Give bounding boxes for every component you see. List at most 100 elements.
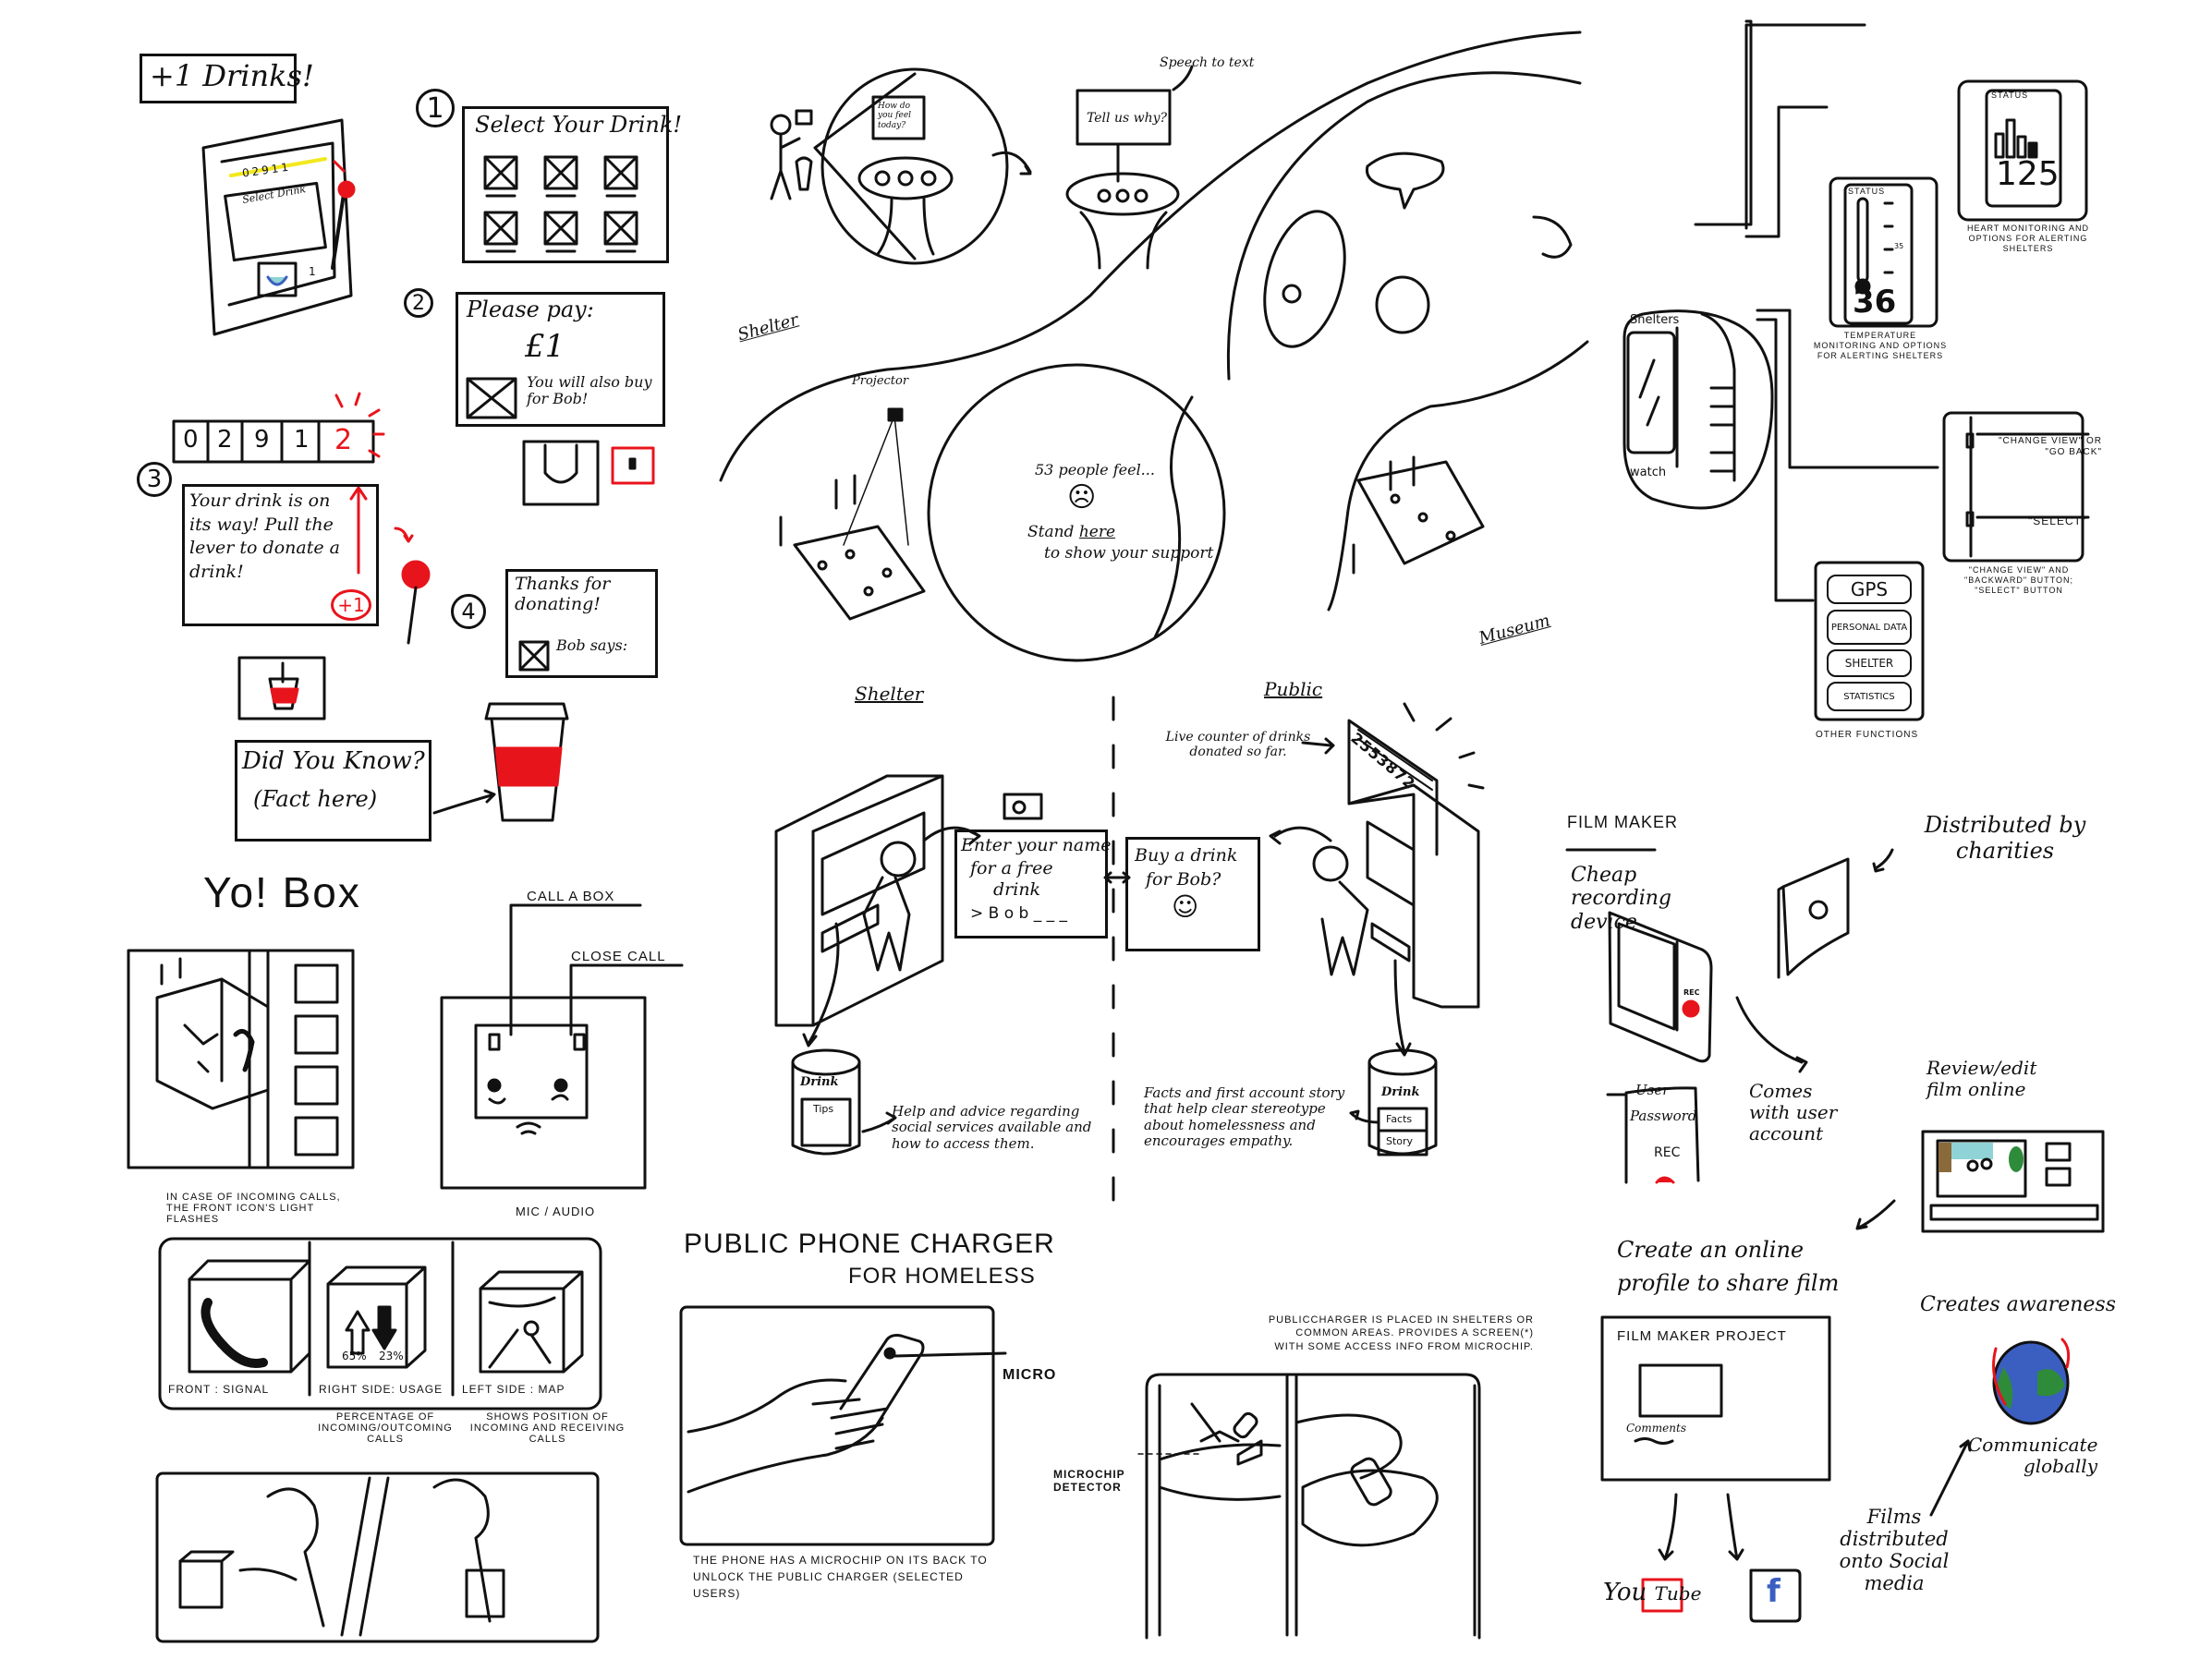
login-rec-label: REC (1654, 1145, 1681, 1160)
step-2-badge: 2 (404, 288, 433, 318)
distributed-device-sketch (1777, 848, 1894, 979)
stand-here-link[interactable]: here (1078, 523, 1116, 541)
usage-caption: PERCENTAGE OF INCOMING/OUTCOMING CALLS (318, 1411, 453, 1446)
drink-option-placeholder[interactable] (543, 155, 578, 198)
placement-note: PUBLICCHARGER IS PLACED IN SHELTERS OR C… (1268, 1314, 1534, 1352)
payment-heading: Please pay: (467, 297, 594, 322)
youtube-you-text: You (1603, 1579, 1647, 1606)
mic-audio-label: MIC / AUDIO (516, 1205, 596, 1218)
yobox-phonebooth-sketch (127, 949, 355, 1169)
temp-tick-label: 35 (1894, 242, 1904, 250)
payment-screen (456, 292, 665, 427)
editor-screen-sketch (1855, 1130, 2105, 1233)
plus-one-badge[interactable]: +1 (331, 589, 371, 621)
select-button-label[interactable]: "SELECT" (2028, 515, 2087, 527)
device-rec-label: REC (1683, 988, 1700, 997)
speech-to-text-note: Speech to text (1160, 55, 1255, 70)
step-1-badge: 1 (416, 89, 455, 127)
counter-digit-incremented: 2 (334, 424, 353, 456)
social-note: Films distributed onto Social media (1839, 1506, 1950, 1595)
shelter-name-screen (954, 830, 1108, 938)
phone-caption: THE PHONE HAS A MICROCHIP ON ITS BACK TO… (693, 1554, 988, 1600)
comments-label: Comments (1626, 1422, 1686, 1435)
public-screen-line1[interactable]: Buy a drink (1135, 845, 1238, 866)
public-screen-line2[interactable]: for Bob? (1146, 869, 1221, 890)
fact-body: (Fact here) (253, 786, 378, 812)
menu-shelter[interactable]: SHELTER (1827, 649, 1912, 677)
heart-status-label: STATUS (1991, 91, 2029, 100)
usage-down-percent: 23% (379, 1350, 404, 1362)
payment-note: You will also buy for Bob! (527, 373, 652, 408)
public-can-label: Drink (1381, 1085, 1420, 1099)
bob-face-icon: ☺ (1172, 891, 1199, 922)
drink-option-placeholder[interactable] (603, 155, 638, 198)
youtube-logo[interactable]: You Tube (1603, 1579, 1702, 1607)
call-a-box-label[interactable]: CALL A BOX (527, 889, 615, 904)
machine-slot-label: 1 (309, 265, 316, 278)
rec-button-icon (1682, 999, 1700, 1018)
drink-option-placeholder[interactable] (543, 211, 578, 253)
login-user-field[interactable]: User (1635, 1082, 1670, 1098)
login-card-sketch (1606, 1086, 1700, 1184)
cup-slot-icon (522, 440, 600, 506)
drink-machine-sketch (201, 118, 356, 336)
lever-knob-icon (337, 180, 356, 199)
public-header: Public (1264, 678, 1323, 700)
charger-station-sketch (1137, 1373, 1481, 1640)
watch-buttons-screen (1942, 411, 2090, 563)
youtube-logo-box (1641, 1578, 1683, 1613)
name-input[interactable]: > B o b _ _ _ (970, 904, 1068, 923)
select-drink-screen (462, 106, 669, 263)
shelter-screen-line1: Enter your name (961, 835, 1112, 855)
review-note: Review/edit film online (1926, 1057, 2037, 1100)
shelter-drink-can (791, 1048, 897, 1156)
counter-digit: 9 (254, 426, 270, 454)
drink-option-placeholder[interactable] (483, 155, 518, 198)
profile-title: FILM MAKER PROJECT (1617, 1328, 1787, 1344)
drink-option-placeholder[interactable] (603, 211, 638, 253)
public-buy-screen (1125, 837, 1260, 951)
arrow-to-review (1735, 996, 1808, 1073)
charger-title-line2: FOR HOMELESS (848, 1264, 1036, 1289)
menu-statistics[interactable]: STATISTICS (1827, 682, 1912, 711)
watch-brand-bottom: watch (1630, 466, 1667, 479)
shelters-watch-sketch (1623, 19, 1939, 602)
drink-option-placeholder[interactable] (483, 211, 518, 253)
watch-heart-screen (1957, 79, 2088, 222)
close-call-label[interactable]: CLOSE CALL (571, 949, 666, 964)
globe-icon (1929, 1338, 2071, 1517)
drinks-title-box (140, 54, 297, 103)
yobox-sides-strip (158, 1237, 602, 1411)
followup-prompt: Tell us why? (1087, 111, 1168, 126)
select-drink-heading: Select Your Drink! (475, 112, 683, 138)
phone-hand-sketch (679, 1305, 1007, 1546)
shelter-can-note: Help and advice regarding social service… (892, 1103, 1092, 1152)
public-drink-can (1349, 1048, 1438, 1156)
step-3-badge: 3 (137, 462, 172, 497)
drinks-title: +1 Drinks! (150, 58, 314, 93)
device-note: Cheap recording device (1571, 864, 1671, 934)
micro-label: MICRO (1003, 1367, 1057, 1383)
facebook-logo[interactable]: f (1767, 1573, 1781, 1610)
shelter-header: Shelter (855, 683, 924, 705)
login-password-field[interactable]: Password (1630, 1108, 1697, 1124)
fact-screen (235, 740, 431, 842)
public-vending-machine (1269, 702, 1485, 1057)
youtube-tube-text: Tube (1654, 1582, 1702, 1605)
donate-lever-icon (401, 560, 431, 589)
fact-title: Did You Know? (242, 747, 425, 775)
projection-cta: Stand here (1027, 523, 1116, 541)
global-note: Communicate globally (1968, 1434, 2098, 1477)
bob-says-label: Bob says: (556, 636, 628, 654)
live-counter-note: Live counter of drinks donated so far. (1165, 730, 1311, 760)
menu-personal-data[interactable]: PERSONAL DATA (1827, 610, 1912, 645)
projection-count: 53 people feel... (1035, 461, 1155, 478)
profile-note: Create an online profile to share film (1617, 1237, 1840, 1296)
menu-gps[interactable]: GPS (1827, 575, 1912, 604)
public-can-insert-story: Story (1386, 1135, 1414, 1147)
yobox-front-sketch (440, 903, 684, 1190)
watch-temperature-screen (1829, 176, 1939, 328)
change-view-button-label[interactable]: "CHANGE VIEW" or "GO BACK" (1999, 436, 2102, 457)
